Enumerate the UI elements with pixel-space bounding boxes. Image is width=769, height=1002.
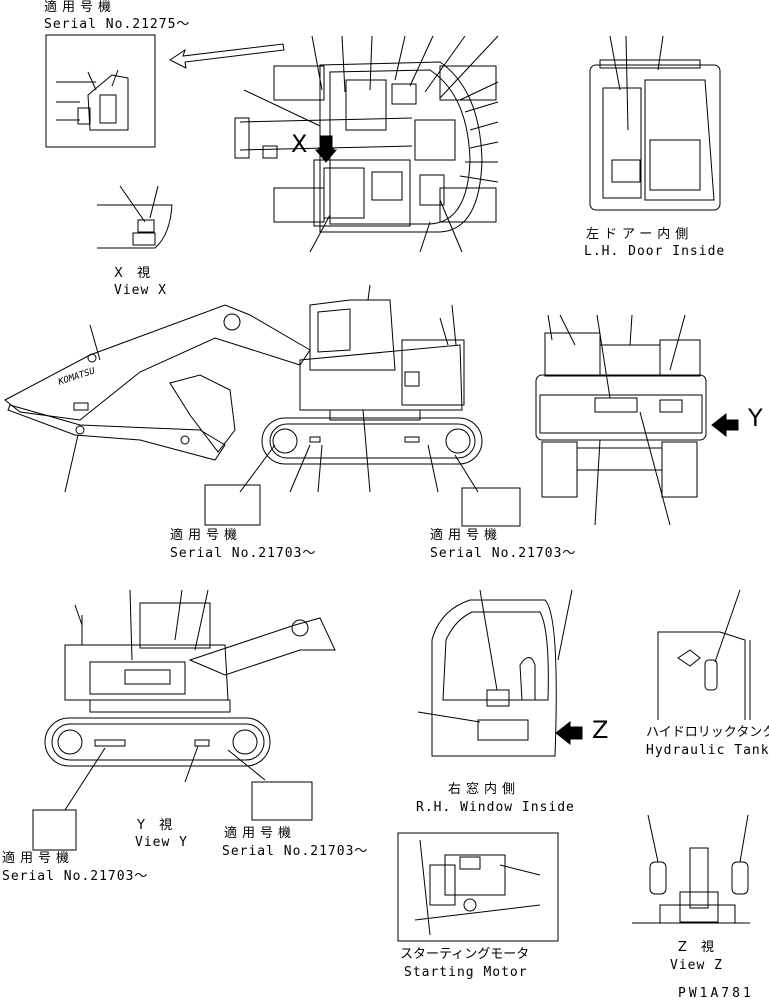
plan-view-upper-structure (235, 36, 498, 252)
serial-c-jp: 適用号機 (224, 826, 297, 841)
hydraulic-tank-sketch (658, 590, 750, 720)
mark-y: Y (748, 404, 763, 432)
view-y-jp: Y 視 (137, 818, 178, 833)
mark-z: Z (592, 716, 609, 744)
view-x-en: View X (114, 283, 167, 298)
lh-door-jp: 左ドアー内側 (586, 227, 694, 242)
serial-d-jp: 適用号機 (2, 851, 75, 866)
rh-window-jp: 右窓内側 (448, 782, 521, 797)
serial-21275-jp: 適用号機 (44, 0, 117, 15)
rh-window-inside-sketch (418, 590, 582, 756)
view-z-jp: Z 視 (678, 940, 720, 955)
view-x-jp: X 視 (114, 266, 156, 281)
serial-b-en: Serial No.21703～ (430, 546, 577, 561)
detail-box-serial-21275 (46, 35, 155, 147)
lh-door-inside-sketch (590, 36, 720, 210)
serial-a-jp: 適用号機 (170, 528, 243, 543)
leader-arrow-left (170, 44, 284, 68)
view-z-sketch (632, 815, 750, 923)
view-x-sketch (97, 186, 172, 248)
starting-motor-en: Starting Motor (404, 965, 528, 980)
serial-c-en: Serial No.21703～ (222, 844, 369, 859)
lh-door-en: L.H. Door Inside (584, 244, 726, 259)
rh-window-en: R.H. Window Inside (416, 800, 575, 815)
starting-motor-jp: スターティングモータ (400, 947, 530, 962)
starting-motor-sketch (398, 833, 558, 941)
mark-x: X (291, 130, 308, 158)
hydraulic-tank-en: Hydraulic Tank (646, 743, 769, 758)
excavator-side-view (5, 285, 520, 526)
serial-21275-en: Serial No.21275～ (44, 17, 191, 32)
excavator-right-side-view (33, 590, 335, 850)
drawing-code: PW1A781 (678, 986, 754, 1001)
view-z-en: View Z (670, 958, 723, 973)
serial-a-en: Serial No.21703～ (170, 546, 317, 561)
rear-view-excavator (536, 315, 738, 525)
serial-d-en: Serial No.21703～ (2, 869, 149, 884)
serial-b-jp: 適用号機 (430, 528, 503, 543)
hydraulic-tank-jp: ハイドロリックタンク (646, 725, 769, 740)
view-y-en: View Y (135, 835, 188, 850)
